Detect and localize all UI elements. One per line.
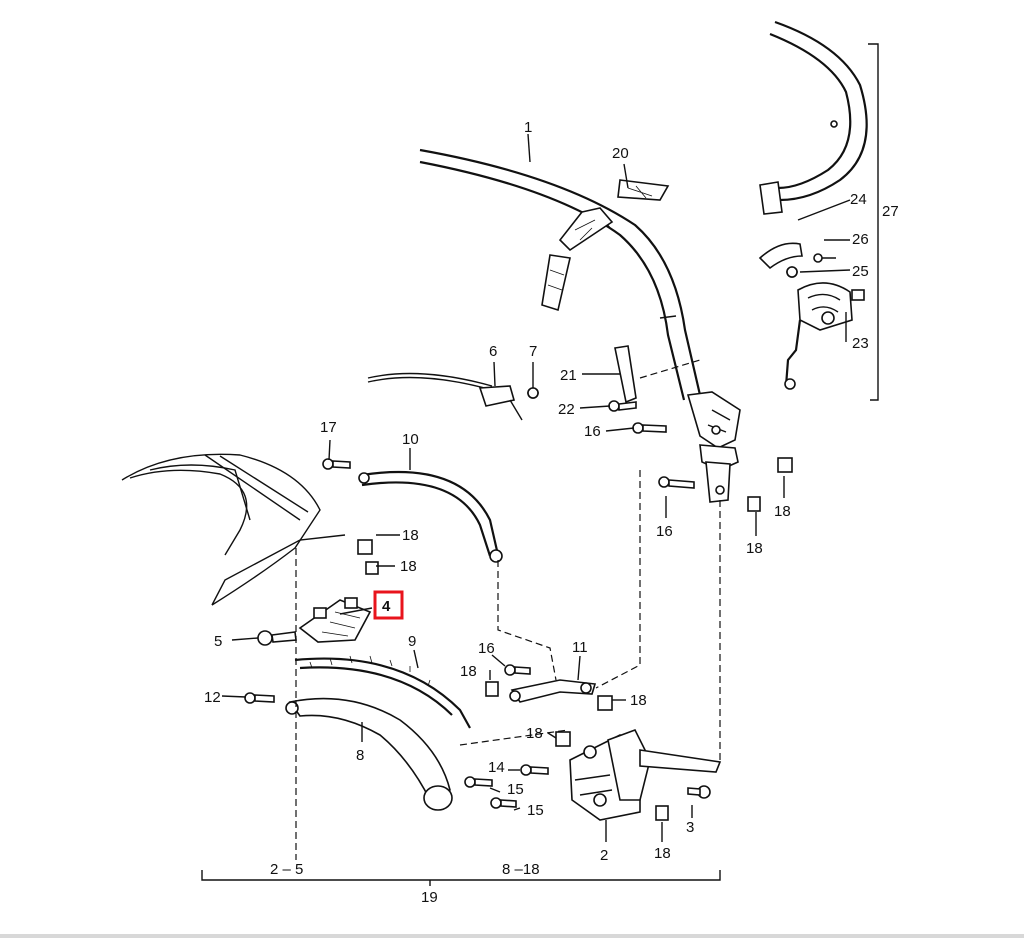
bolt-3 (687, 785, 711, 799)
label-18e: 18 (460, 663, 477, 680)
arched-frame (285, 655, 471, 811)
bolt-16-lower (504, 664, 531, 676)
link-lever (509, 679, 597, 703)
label-20: 20 (612, 145, 629, 162)
clips (357, 457, 793, 821)
label-8: 8 (356, 747, 364, 764)
label-3: 3 (686, 819, 694, 836)
bolt-17 (322, 458, 351, 470)
cable (367, 372, 539, 421)
lower-hinge (569, 729, 722, 821)
label-12: 12 (204, 689, 221, 706)
label-range-2-5: 2 – 5 (270, 861, 303, 878)
label-6: 6 (489, 343, 497, 360)
highlight-box (373, 590, 404, 620)
label-16c: 16 (478, 640, 495, 657)
assembly-lines (295, 359, 721, 860)
callout-labels: 1 20 24 27 26 25 23 6 7 21 22 16 17 10 1… (204, 119, 899, 906)
label-23: 23 (852, 335, 869, 352)
label-18f: 18 (630, 692, 647, 709)
tension-strap-21 (614, 345, 637, 404)
leader-lines (221, 133, 851, 842)
bolt-15a (464, 776, 493, 788)
label-16a: 16 (584, 423, 601, 440)
label-14: 14 (488, 759, 505, 776)
bracket-27 (868, 43, 879, 401)
clip-18c (777, 457, 793, 473)
label-22: 22 (558, 401, 575, 418)
label-17: 17 (320, 419, 337, 436)
range-brackets (201, 870, 721, 886)
label-11: 11 (572, 639, 588, 656)
clip-18g (555, 731, 571, 747)
label-18b: 18 (400, 558, 417, 575)
label-18g: 18 (526, 725, 543, 742)
clip-18d (747, 496, 761, 512)
roof-hoop (759, 20, 868, 215)
label-7: 7 (529, 343, 537, 360)
clip-18b (365, 561, 379, 575)
bolt-14 (520, 764, 549, 776)
bolt-16-mid (658, 476, 695, 489)
seal-strip (541, 179, 670, 312)
label-18d: 18 (746, 540, 763, 557)
label-24: 24 (850, 191, 867, 208)
label-18c: 18 (774, 503, 791, 520)
label-26: 26 (852, 231, 869, 248)
label-9: 9 (408, 633, 416, 650)
label-25: 25 (852, 263, 869, 280)
nut-25 (786, 266, 798, 278)
arc-link (358, 470, 503, 563)
label-4: 4 (382, 598, 391, 615)
fasteners (244, 253, 823, 809)
bolt-5 (257, 630, 297, 646)
clip-18a (357, 539, 373, 555)
label-range-8-18: 8 –18 (502, 861, 540, 878)
linkage-bracket (758, 242, 865, 390)
rear-deck-lid (121, 453, 346, 700)
bolt-16-upper (632, 422, 667, 434)
label-1: 1 (524, 119, 532, 136)
center-hinge (686, 391, 741, 503)
label-2: 2 (600, 847, 608, 864)
bolt-15b (490, 797, 517, 809)
clip-18h (655, 805, 669, 821)
label-21: 21 (560, 367, 577, 384)
label-16b: 16 (656, 523, 673, 540)
clip-18e (485, 681, 499, 697)
label-5: 5 (214, 633, 222, 650)
clip-18f (597, 695, 613, 711)
bolt-26 (813, 253, 823, 263)
label-18a: 18 (402, 527, 419, 544)
cover-panel (298, 597, 372, 643)
screw-22 (608, 400, 637, 412)
label-27: 27 (882, 203, 899, 220)
bolt-7 (527, 387, 539, 399)
label-18h: 18 (654, 845, 671, 862)
label-19: 19 (421, 889, 438, 906)
label-15a: 15 (507, 781, 524, 798)
bottom-border (0, 934, 1024, 938)
bolt-12 (244, 692, 275, 704)
label-10: 10 (402, 431, 419, 448)
label-15b: 15 (527, 802, 544, 819)
